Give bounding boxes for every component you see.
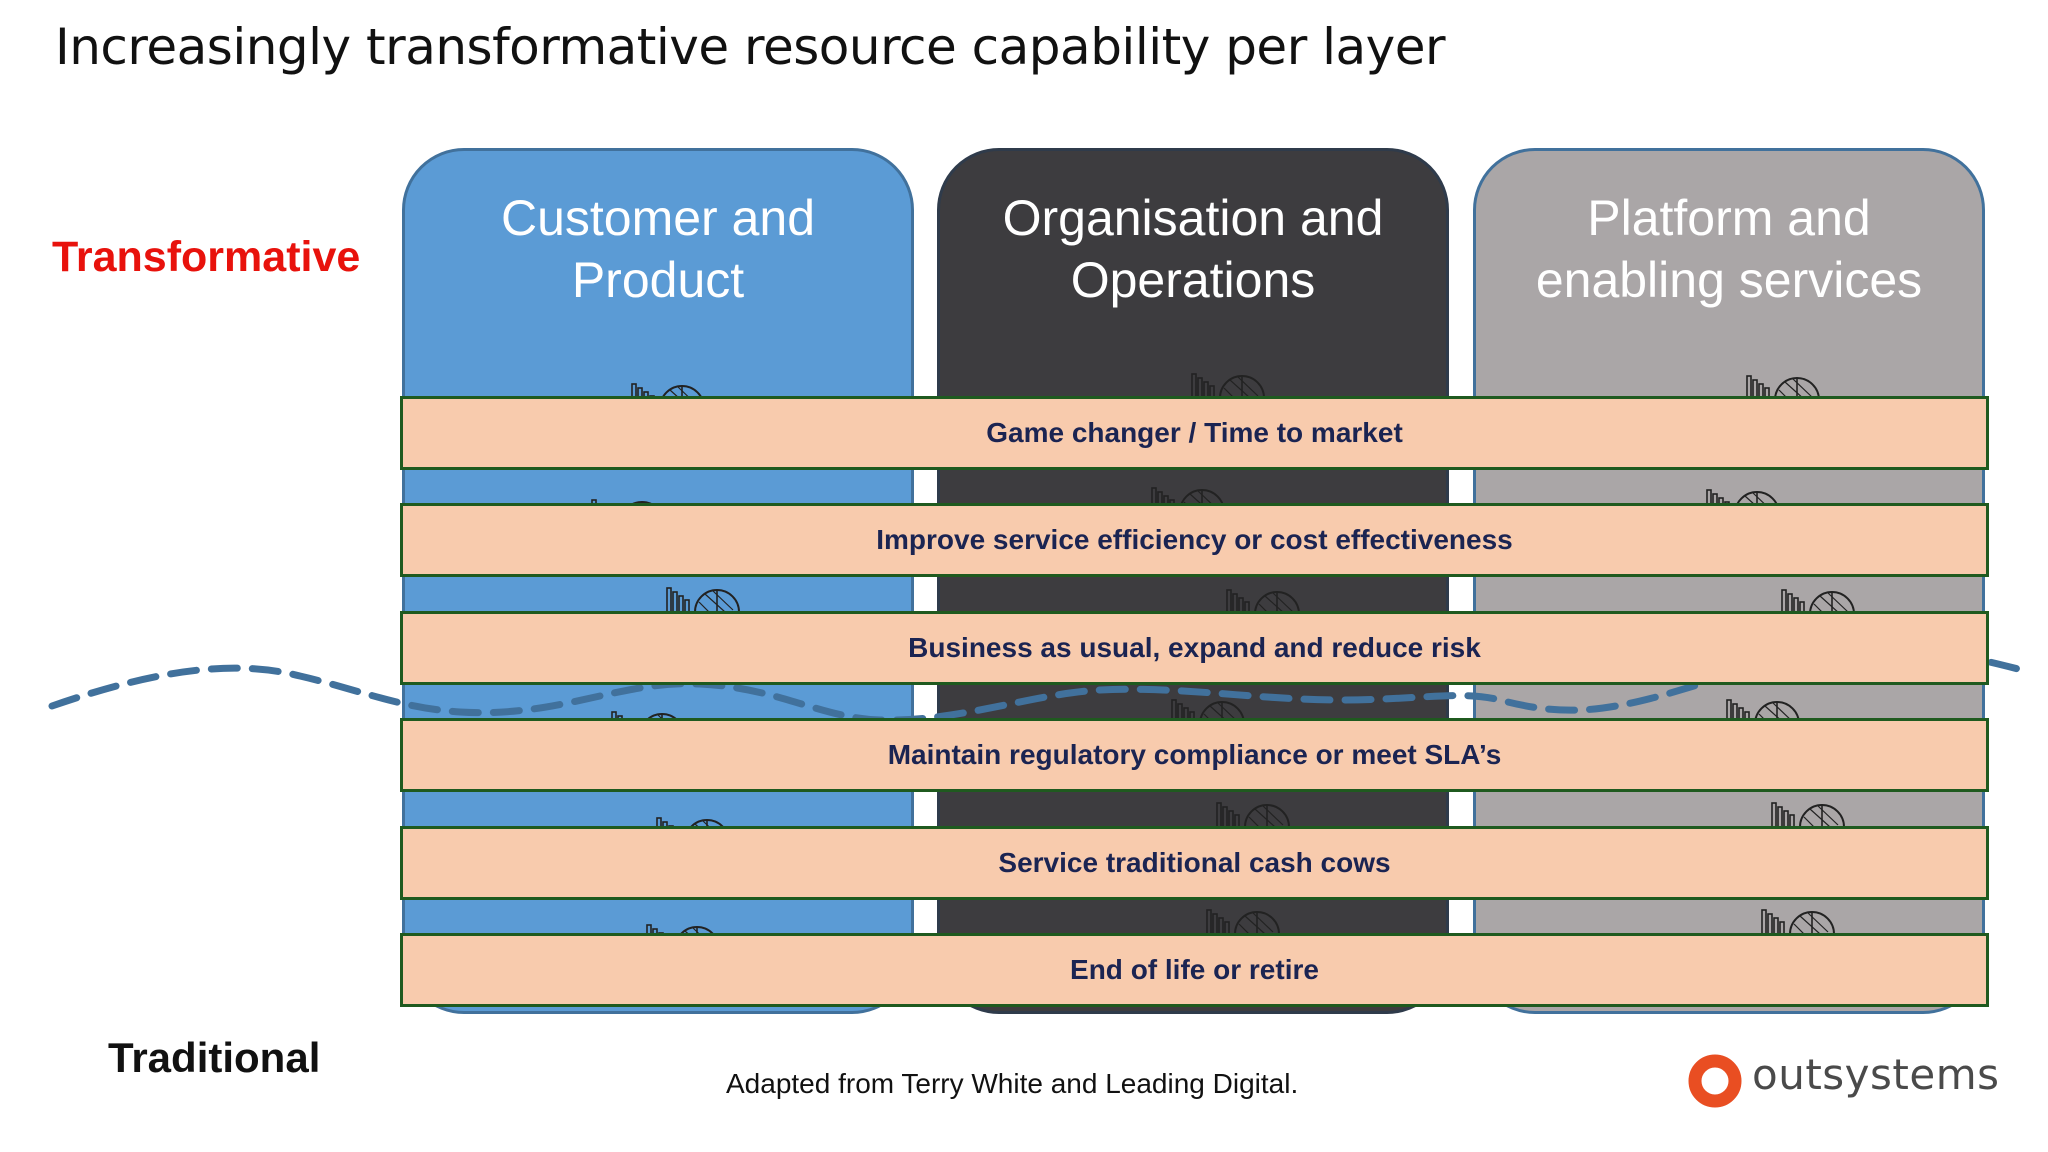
traditional-label: Traditional [108, 1034, 321, 1081]
band-label: End of life or retire [1070, 954, 1319, 985]
column-title-line1: Organisation and [1002, 190, 1384, 246]
band-label: Improve service efficiency or cost effec… [876, 524, 1513, 555]
band-regulatory-compliance: Maintain regulatory compliance or meet S… [400, 718, 1989, 792]
column-title: Organisation and Operations [940, 187, 1446, 311]
chart-icon [666, 587, 741, 612]
source-note: Adapted from Terry White and Leading Dig… [726, 1068, 1299, 1099]
band-label: Maintain regulatory compliance or meet S… [887, 739, 1502, 770]
outsystems-logo-icon [1688, 1054, 1742, 1108]
band-cash-cows: Service traditional cash cows [400, 826, 1989, 900]
chart-icon [1771, 802, 1846, 827]
column-title-line1: Customer and [500, 190, 816, 246]
band-improve-efficiency: Improve service efficiency or cost effec… [400, 503, 1989, 577]
chart-icon [1206, 909, 1281, 934]
chart-icon [1746, 375, 1821, 400]
transformative-label: Transformative [52, 233, 361, 281]
band-label: Business as usual, expand and reduce ris… [908, 632, 1481, 663]
chart-icon [1226, 589, 1301, 614]
band-label: Game changer / Time to market [986, 417, 1403, 448]
chart-icon [1761, 909, 1836, 934]
outsystems-logo-text: outsystems [1752, 1050, 2000, 1099]
column-title-line2: enabling services [1535, 252, 1923, 308]
band-end-of-life: End of life or retire [400, 933, 1989, 1007]
column-title-line1: Platform and [1587, 190, 1871, 246]
column-title: Platform and enabling services [1476, 187, 1982, 311]
band-game-changer: Game changer / Time to market [400, 396, 1989, 470]
slide-title: Increasingly transformative resource cap… [55, 18, 1446, 76]
column-title-line2: Product [571, 252, 745, 308]
chart-icon [1216, 802, 1291, 827]
column-title: Customer and Product [405, 187, 911, 311]
column-title-line2: Operations [1070, 252, 1316, 308]
band-label: Service traditional cash cows [998, 847, 1391, 878]
band-business-as-usual: Business as usual, expand and reduce ris… [400, 611, 1989, 685]
